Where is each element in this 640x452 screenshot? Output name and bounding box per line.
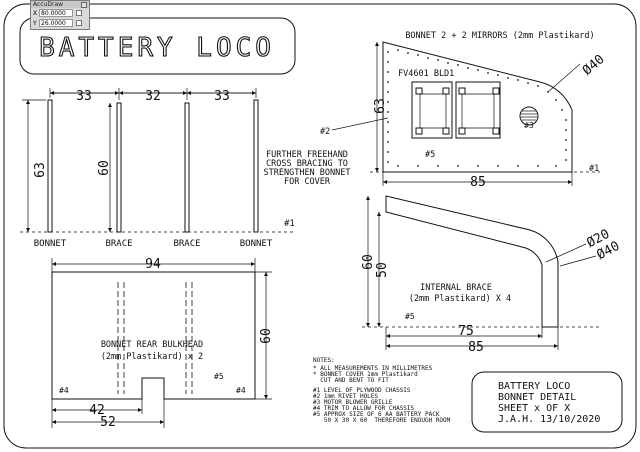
- bulkhead-dim-52: 52: [100, 415, 116, 430]
- bulkhead-mark-5: #5: [214, 372, 224, 381]
- plate-bonnet-left: [47, 99, 53, 233]
- plate-brace-2: [184, 102, 190, 233]
- accudraw-panel[interactable]: AccuDraw X 80.0000 Y 26.0000: [30, 0, 90, 30]
- internal-brace-outline: [385, 195, 559, 328]
- bulkhead-mark-4-left: #4: [59, 386, 69, 395]
- bonnet-dim-width: 85: [470, 175, 486, 190]
- note-line: CUT AND BENT TO FIT: [313, 377, 389, 384]
- title-block-line-2: BONNET DETAIL: [498, 392, 576, 403]
- title-block-box: [471, 371, 623, 433]
- blower-grille: [519, 106, 539, 126]
- label-brace-1: BRACE: [105, 239, 132, 249]
- y-lock-checkbox[interactable]: [76, 20, 82, 26]
- brace-dim-85: 85: [468, 340, 484, 355]
- title-block-line-4: J.A.H. 13/10/2020: [498, 414, 600, 425]
- bulkhead-mark-4-right: #4: [236, 386, 246, 395]
- accudraw-titlebar[interactable]: AccuDraw: [31, 1, 89, 8]
- side-view: #1 33 32 33 63 60 BONNET BRACE BRACE BON…: [20, 88, 295, 249]
- brace-mark-5: #5: [405, 312, 415, 321]
- accudraw-title: AccuDraw: [33, 1, 64, 8]
- bracing-note-line-2: CROSS BRACING TO: [266, 159, 348, 169]
- note-line: * BONNET COVER 1mm Plastikard: [313, 371, 418, 378]
- accudraw-x-row: X 80.0000: [31, 8, 89, 18]
- brace-dim-75: 75: [458, 324, 474, 339]
- dim-top-1: 33: [76, 89, 92, 104]
- internal-brace-view: INTERNAL BRACE (2mm Plastikard) X 4 #5 6…: [361, 195, 622, 355]
- note-line: #4 TRIM TO ALLOW FOR CHASSIS: [313, 405, 415, 412]
- y-value-field[interactable]: 26.0000: [39, 19, 73, 27]
- dim-left-63: 63: [33, 162, 48, 178]
- bonnet-code: FV4601 BLD1: [398, 69, 454, 79]
- bracing-note-line-3: STRENGTHEN BONNET: [264, 168, 351, 178]
- bonnet-diameter: Ø40: [580, 52, 608, 79]
- bracing-note-line-4: FOR COVER: [284, 177, 331, 187]
- note-line: 50 X 30 X 60 THEREFORE ENOUGH ROOM: [313, 417, 451, 424]
- close-icon[interactable]: [81, 1, 87, 8]
- notes-heading: NOTES:: [313, 357, 335, 364]
- notes-block: NOTES: * ALL MEASUREMENTS IN MILLIMETRES…: [313, 357, 451, 424]
- note-line: #1 LEVEL OF PLYWOOD CHASSIS: [313, 387, 411, 394]
- note-line: #3 MOTOR BLOWER GRILLE: [313, 399, 393, 406]
- dim-top-3: 33: [214, 89, 230, 104]
- bonnet-dim-height: 63: [373, 98, 388, 114]
- brace-dim-50: 50: [375, 262, 390, 278]
- bracing-note-line-1: FURTHER FREEHAND: [266, 150, 348, 160]
- bonnet-view: BONNET 2 + 2 MIRRORS (2mm Plastikard) FV…: [320, 31, 608, 190]
- bonnet-mark-1: #1: [589, 164, 599, 174]
- chassis-ref-mark: #1: [284, 219, 295, 229]
- y-label: Y: [33, 19, 37, 27]
- note-line: #5 APPROX SIZE OF 6 AA BATTERY PACK: [313, 411, 440, 418]
- dim-left-60: 60: [97, 160, 112, 176]
- brace-label-line-2: (2mm Plastikard) X 4: [409, 294, 511, 304]
- x-label: X: [33, 9, 38, 17]
- bonnet-outline: [382, 41, 573, 173]
- bonnet-mark-2: #2: [320, 127, 330, 137]
- bulkhead-view: 94 BONNET REAR BULKHEAD (2mm Plastikard)…: [51, 257, 274, 430]
- bulkhead-dim-42: 42: [89, 403, 105, 418]
- title-block-line-1: BATTERY LOCO: [498, 381, 570, 392]
- dim-top-2: 32: [145, 89, 161, 104]
- sheet-border: [3, 3, 637, 449]
- bulkhead-outline: [51, 271, 256, 400]
- label-bonnet-right: BONNET: [240, 239, 273, 249]
- page-title: BATTERY LOCO: [39, 33, 275, 63]
- note-line: #2 1mm RIVET HOLES: [313, 393, 378, 400]
- label-bonnet-left: BONNET: [34, 239, 67, 249]
- rivet-holes: [387, 49, 567, 167]
- bulkhead-label-line-2: (2mm Plastikard) x 2: [101, 352, 203, 362]
- plate-brace-1: [116, 102, 122, 233]
- plate-bonnet-right: [253, 99, 259, 233]
- x-lock-checkbox[interactable]: [76, 10, 82, 16]
- bonnet-mark-3: #3: [524, 121, 534, 130]
- x-value-field[interactable]: 80.0000: [39, 9, 73, 17]
- note-line: * ALL MEASUREMENTS IN MILLIMETRES: [313, 365, 433, 372]
- bulkhead-label-line-1: BONNET REAR BULKHEAD: [101, 340, 203, 350]
- bracing-note: FURTHER FREEHAND CROSS BRACING TO STRENG…: [264, 150, 351, 187]
- bulkhead-dim-width: 94: [145, 257, 161, 272]
- brace-dim-60: 60: [361, 254, 376, 270]
- bonnet-title: BONNET 2 + 2 MIRRORS (2mm Plastikard): [405, 31, 594, 41]
- bonnet-mark-5: #5: [425, 150, 435, 160]
- accudraw-y-row: Y 26.0000: [31, 18, 89, 28]
- mirror-left: [411, 81, 453, 139]
- title-block-line-3: SHEET x OF X: [498, 403, 570, 414]
- bulkhead-dim-height: 60: [259, 328, 274, 344]
- title-block: BATTERY LOCO BONNET DETAIL SHEET x OF X …: [471, 371, 623, 433]
- title-box: [19, 17, 296, 75]
- mirror-right: [455, 81, 501, 139]
- brace-label-line-1: INTERNAL BRACE: [420, 283, 492, 293]
- label-brace-2: BRACE: [173, 239, 200, 249]
